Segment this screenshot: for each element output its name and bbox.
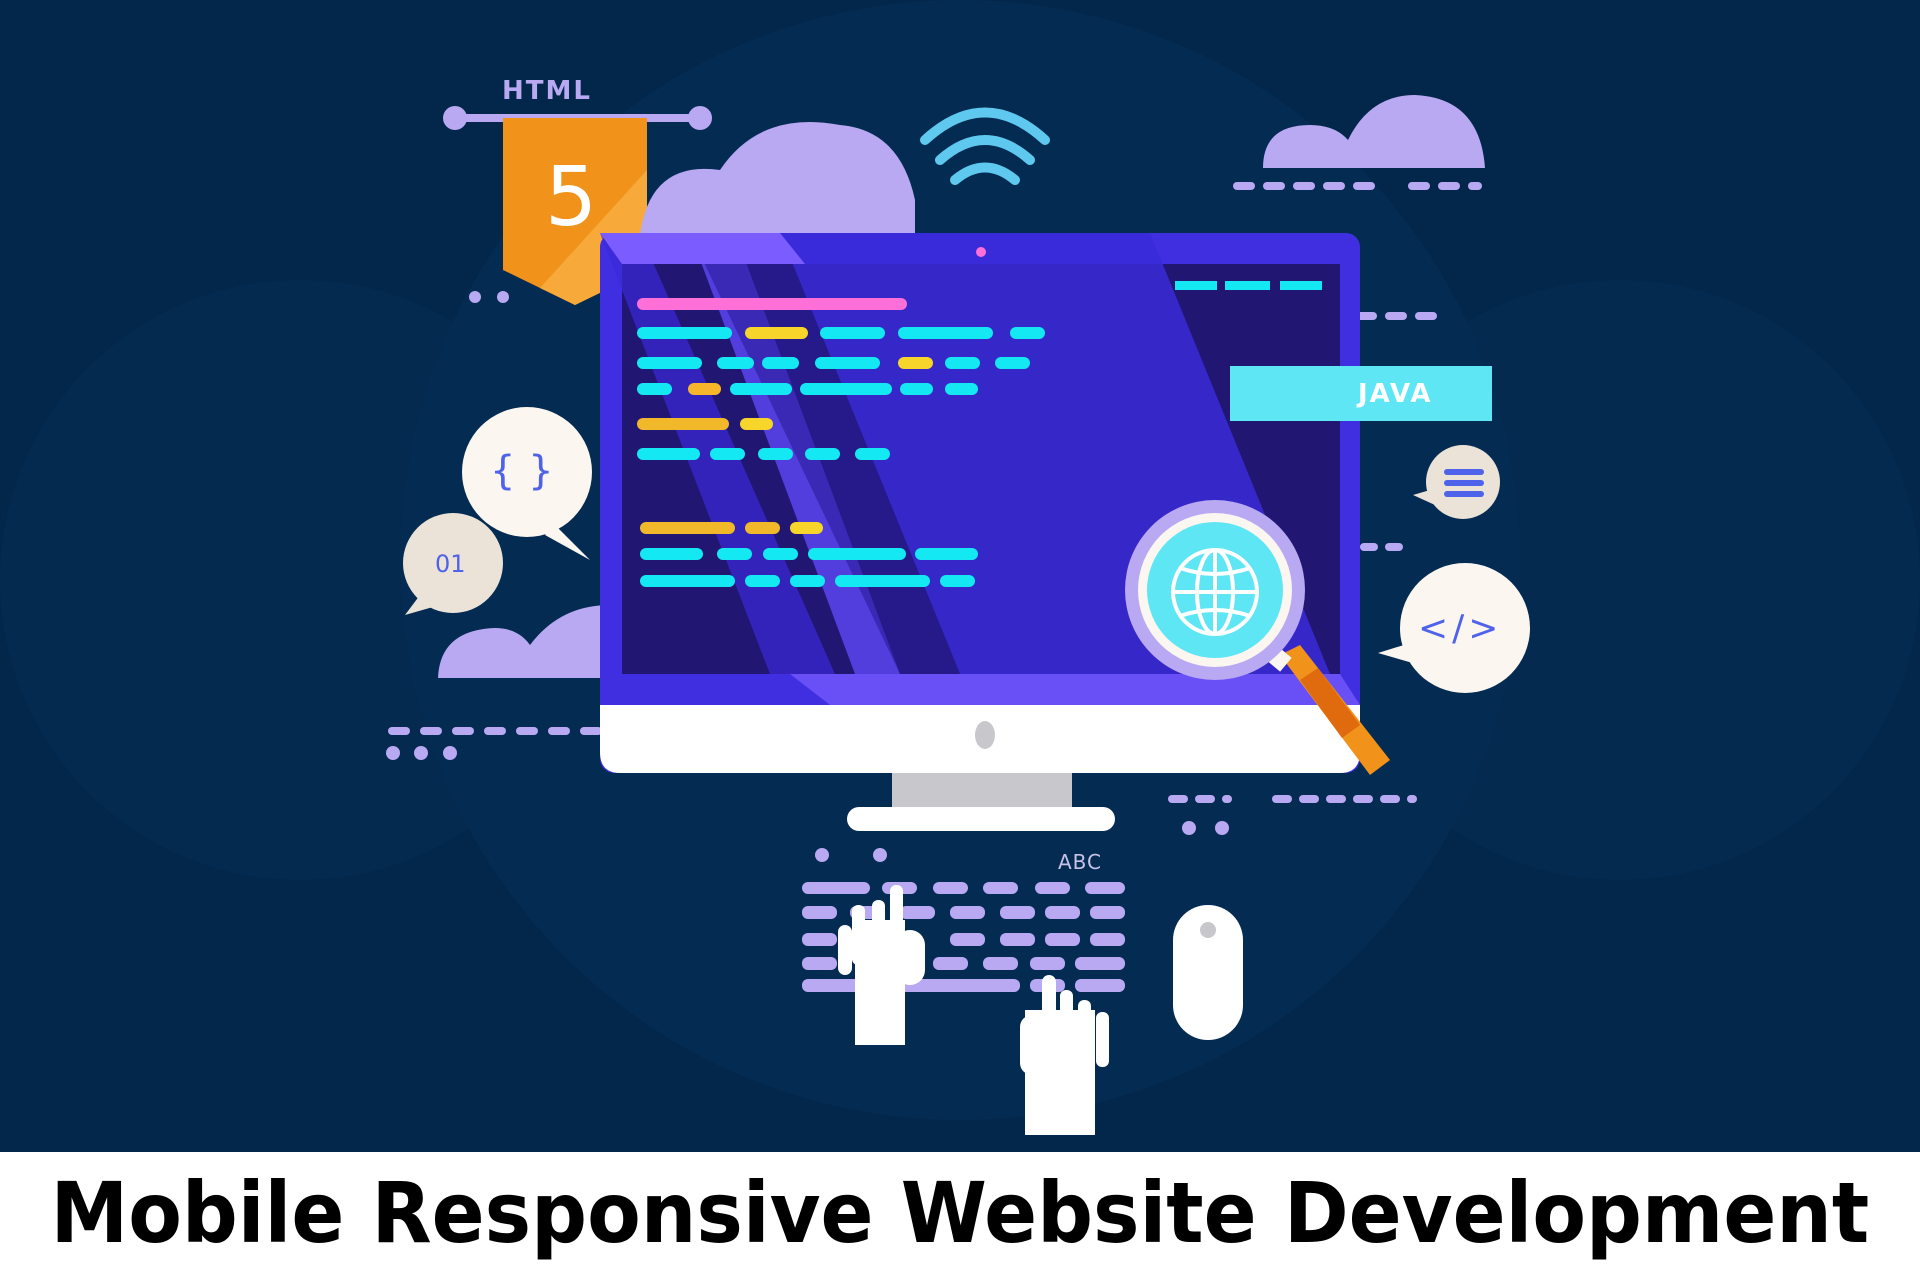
dash-line <box>386 727 602 760</box>
keyboard-label: ABC <box>1058 850 1103 874</box>
globe-icon <box>1171 548 1259 636</box>
html-badge-number: 5 <box>545 150 598 245</box>
speech-bubble-code <box>1378 563 1530 693</box>
wifi-icon <box>920 107 1050 185</box>
cloud-icon <box>1263 95 1485 168</box>
speech-bubble-braces <box>462 407 592 560</box>
page-title: Mobile Responsive Website Development <box>50 1164 1870 1262</box>
hand-icon <box>838 885 925 1045</box>
illustration-canvas <box>386 95 1530 1135</box>
binary-bubble-label: 01 <box>435 550 466 578</box>
braces-bubble-label: { } <box>490 448 554 494</box>
code-lines <box>637 281 1322 587</box>
cloud-icon <box>640 122 915 235</box>
mouse-icon <box>1173 905 1243 1040</box>
cloud-icon <box>438 605 610 678</box>
illustration: HTML 5 JAVA { } 01 </> ABC <box>0 0 1920 1152</box>
code-bubble-label: </> <box>1418 608 1503 649</box>
hand-icon <box>1020 975 1109 1135</box>
hamburger-menu-icon <box>1444 469 1484 497</box>
java-tag-label: JAVA <box>1358 379 1433 409</box>
speech-bubble-binary <box>403 513 503 615</box>
dash-line <box>1168 182 1482 835</box>
java-tag <box>1230 366 1492 421</box>
title-band: Mobile Responsive Website Development <box>0 1152 1920 1280</box>
html-badge-label: HTML <box>502 76 592 106</box>
